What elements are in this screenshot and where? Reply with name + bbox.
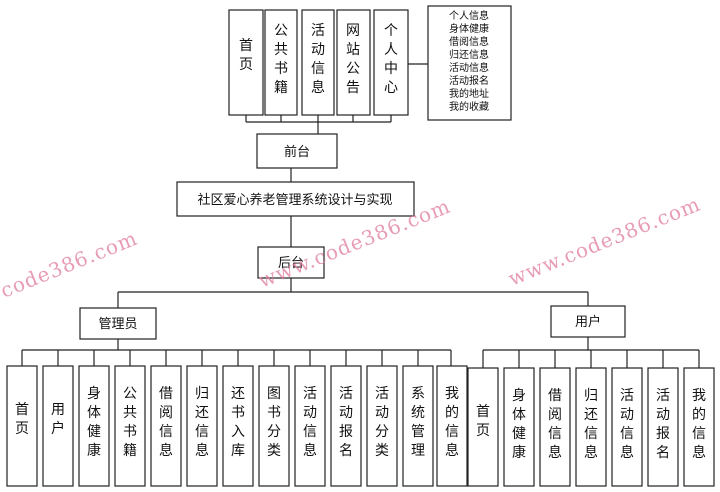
personal-center-list: 个人信息 身体健康 借阅信息 归还信息 活动信息 活动报名 我的地址 我的收藏 — [427, 5, 512, 121]
top-node-3: 活动信息 — [301, 9, 335, 116]
user-item: 首页 — [476, 404, 490, 439]
personal-center-item: 归还信息 — [449, 48, 489, 61]
top-node-4-label: 网站公告 — [346, 23, 360, 96]
admin-item: 用户 — [51, 402, 65, 437]
top-node-3-label: 活动信息 — [311, 23, 325, 96]
admin-item: 图书分类 — [267, 386, 281, 459]
user-item: 活动信息 — [620, 388, 634, 461]
frontend-node: 前台 — [256, 133, 338, 169]
personal-center-item: 我的收藏 — [449, 100, 489, 113]
personal-center-item: 借阅信息 — [449, 35, 489, 48]
user-node: 用户 — [550, 305, 626, 338]
top-node-1-label: 首页 — [239, 38, 253, 73]
personal-center-item: 我的地址 — [449, 87, 489, 100]
admin-item: 活动分类 — [375, 386, 389, 459]
top-node-2-label: 公共书籍 — [274, 23, 288, 96]
admin-item: 还书入库 — [231, 386, 245, 459]
top-node-1: 首页 — [228, 9, 264, 116]
top-node-5-label: 个人中心 — [384, 23, 398, 96]
personal-center-item: 活动信息 — [449, 61, 489, 74]
system-node: 社区爱心养老管理系统设计与实现 — [176, 181, 415, 217]
user-item: 身体健康 — [512, 388, 526, 461]
admin-label: 管理员 — [98, 317, 137, 332]
system-title: 社区爱心养老管理系统设计与实现 — [197, 192, 392, 208]
admin-item: 公共书籍 — [123, 386, 137, 459]
watermark: code386.com — [0, 226, 141, 303]
admin-item: 归还信息 — [195, 385, 209, 459]
user-item: 借阅信息 — [548, 388, 562, 461]
backend-label: 后台 — [278, 256, 304, 271]
backend-node: 后台 — [257, 246, 325, 279]
admin-item: 借阅信息 — [159, 386, 173, 459]
personal-center-item: 活动报名 — [449, 74, 489, 87]
personal-center-item: 身体健康 — [449, 22, 489, 35]
admin-item: 活动报名 — [339, 386, 353, 459]
user-children: 首页 身体健康 借阅信息 归还信息 活动信息 活动报名 我的信息 — [467, 367, 715, 487]
user-label: 用户 — [575, 314, 601, 330]
top-node-4: 网站公告 — [336, 9, 371, 116]
admin-item: 我的信息 — [445, 386, 459, 459]
user-item: 我的信息 — [692, 388, 706, 461]
user-item: 归还信息 — [584, 387, 598, 461]
top-node-5: 个人中心 — [373, 9, 409, 116]
admin-item: 首页 — [15, 402, 29, 437]
admin-node: 管理员 — [79, 307, 157, 340]
admin-children: 首页 用户 身体健康 公共书籍 借阅信息 归还信息 还书入库 图书分类 活动信息… — [6, 365, 468, 487]
admin-item: 活动信息 — [303, 386, 317, 459]
admin-item: 系统管理 — [411, 386, 425, 459]
connectors — [21, 63, 700, 368]
frontend-label: 前台 — [284, 144, 310, 160]
admin-item: 身体健康 — [87, 386, 101, 459]
personal-center-item: 个人信息 — [449, 9, 489, 22]
user-item: 活动报名 — [656, 388, 670, 461]
top-node-2: 公共书籍 — [264, 9, 298, 116]
watermark: www.code386.com — [505, 192, 704, 291]
